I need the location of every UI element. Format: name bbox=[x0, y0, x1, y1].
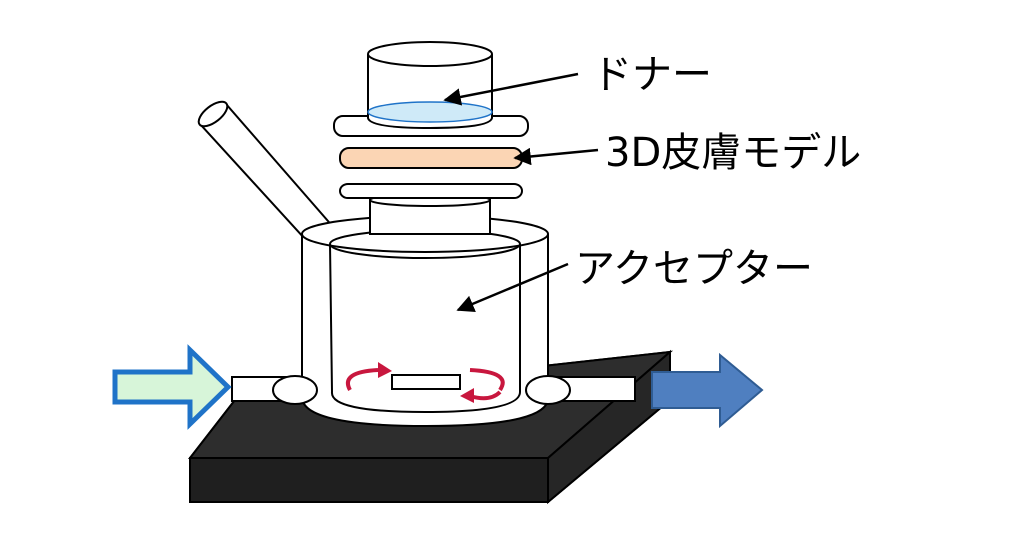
inflow-arrow bbox=[112, 344, 232, 430]
outlet-connector bbox=[525, 375, 571, 405]
lower-flange bbox=[339, 183, 523, 235]
acceptor-chamber bbox=[272, 215, 571, 428]
skin-model-disc bbox=[339, 147, 523, 169]
leader-arrows bbox=[443, 72, 599, 312]
outflow-arrow bbox=[651, 352, 764, 429]
skin-model-leader-arrow bbox=[513, 147, 599, 166]
inlet-connector bbox=[272, 375, 318, 405]
rotation-arrows bbox=[346, 362, 505, 403]
donor-compartment bbox=[367, 41, 493, 130]
donor-label: ドナー bbox=[592, 52, 712, 98]
stir-bar bbox=[391, 374, 461, 390]
donor-leader-arrow bbox=[443, 72, 579, 106]
acceptor-label: アクセプター bbox=[575, 246, 813, 292]
skin-model-label: 3D皮膚モデル bbox=[605, 130, 861, 176]
acceptor-leader-arrow bbox=[456, 262, 569, 312]
